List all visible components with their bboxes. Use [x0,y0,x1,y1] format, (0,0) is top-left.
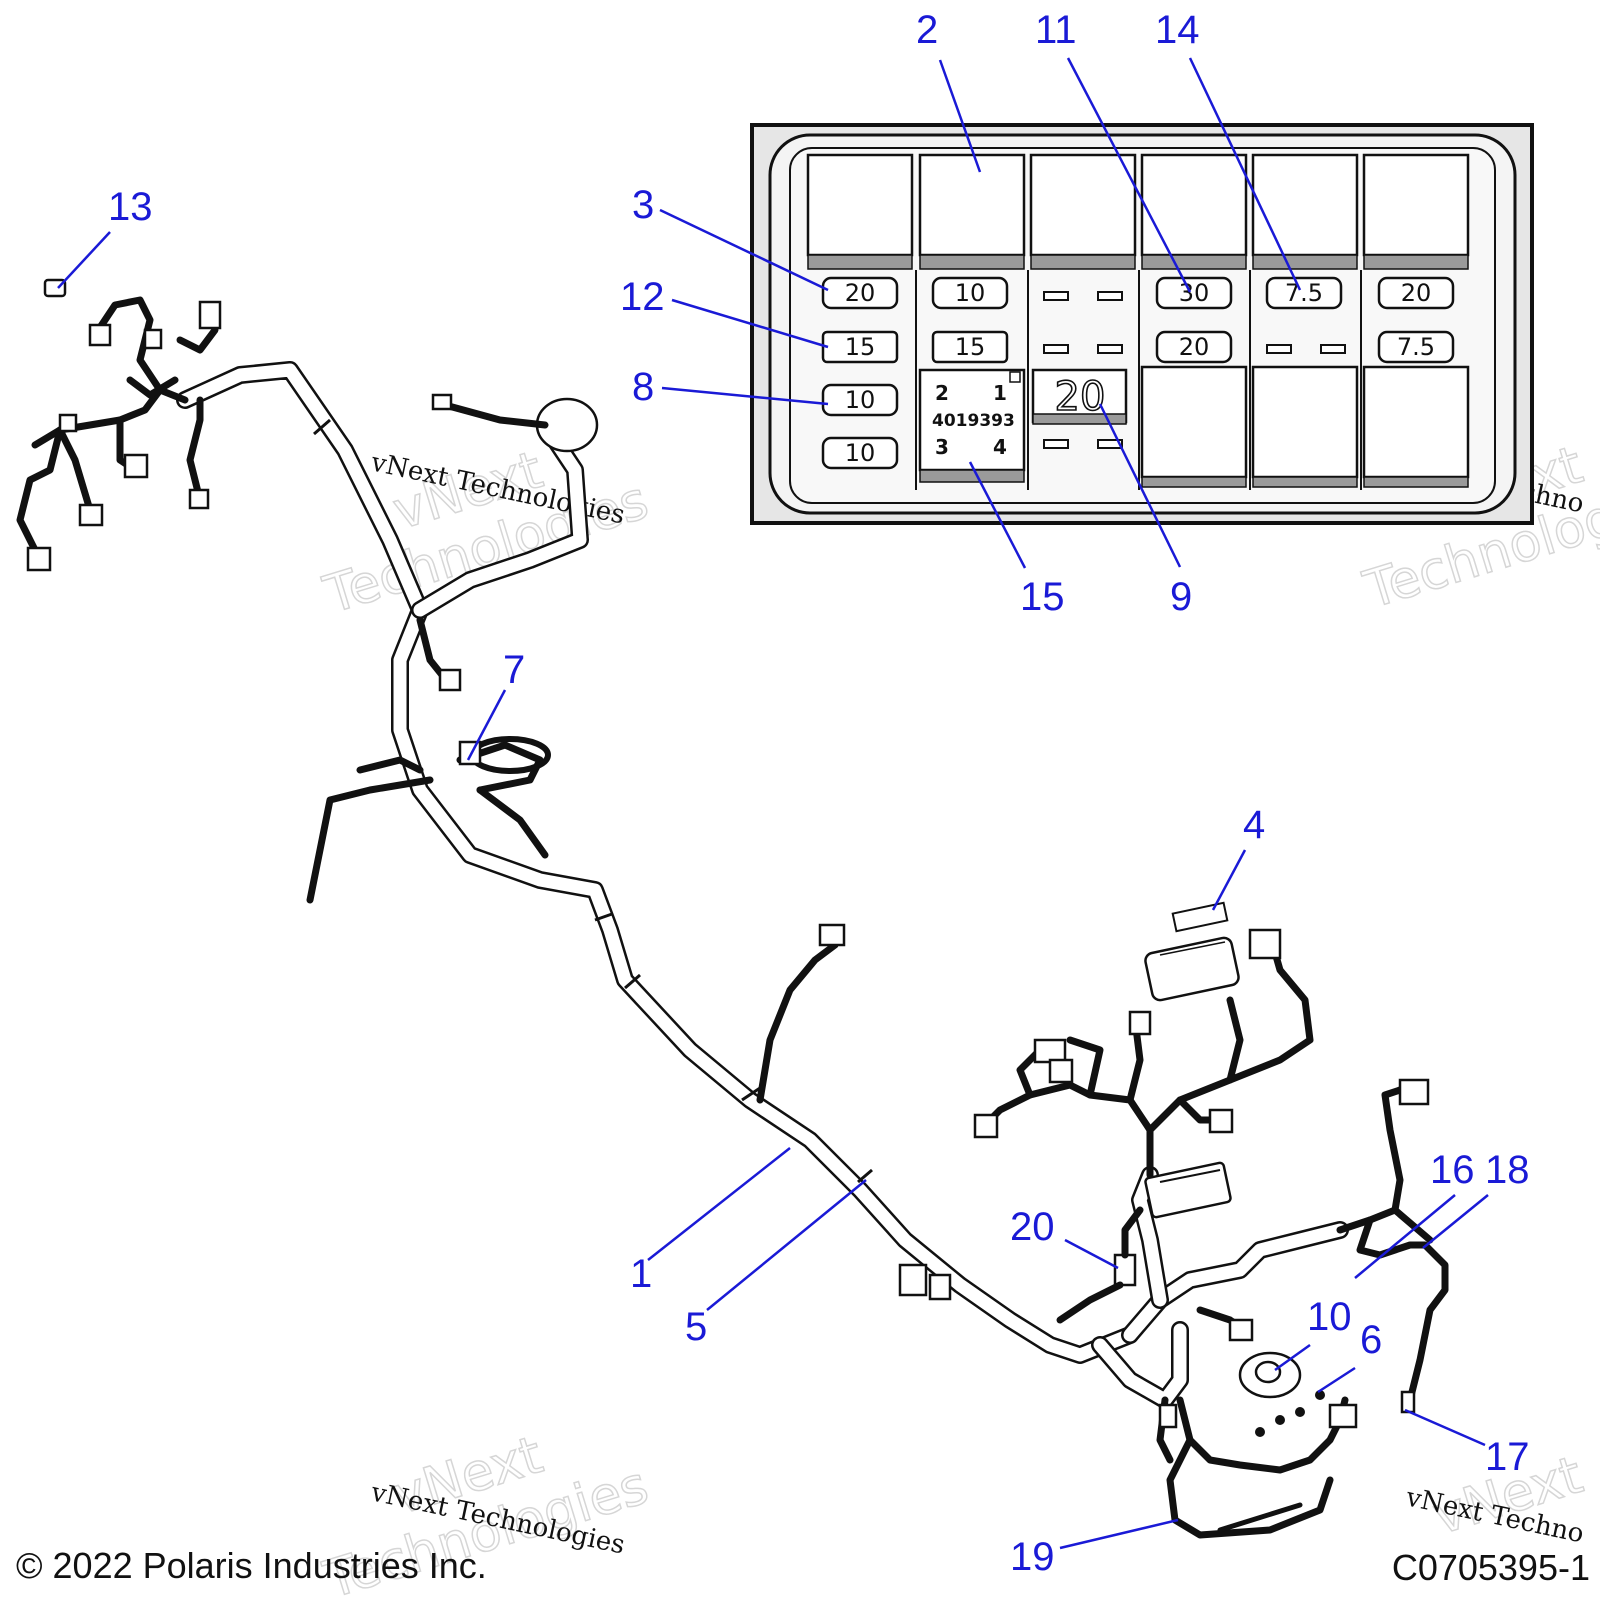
relay-pin-1: 1 [993,381,1007,405]
fuse-box: 20 10 30 7.5 20 15 15 20 7.5 [750,123,1534,525]
fuse-label: 20 [1401,279,1432,307]
callout-7: 7 [503,648,525,692]
relay-row-bottom [1140,365,1470,488]
callout-20: 20 [1010,1205,1055,1249]
relay-part-number: 4019393 [932,411,1015,431]
callout-numbers: 2 11 14 3 12 8 15 9 13 7 4 16 18 20 1 5 … [108,8,1530,1579]
callout-18: 18 [1485,1148,1530,1192]
fuse-label: 7.5 [1285,279,1323,307]
callout-5: 5 [685,1305,707,1349]
callout-13: 13 [108,185,153,229]
fuse-row-4: 10 [821,436,899,470]
callout-17: 17 [1485,1435,1530,1479]
footer: © 2022 Polaris Industries Inc. C0705395-… [16,1545,1590,1588]
callout-6: 6 [1360,1318,1382,1362]
fuse-label: 20 [1179,333,1210,361]
maxi-fuse-label: 20 [1055,374,1106,420]
callout-12: 12 [620,275,665,319]
fuse-label: 30 [1179,279,1210,307]
fuse-row-1: 20 10 30 7.5 20 [821,276,1455,310]
relay-pin-3: 3 [935,435,949,459]
fuse-label: 15 [845,333,876,361]
callout-1: 1 [630,1252,652,1296]
fuse-label: 7.5 [1397,333,1435,361]
callout-15: 15 [1020,575,1065,619]
callout-2: 2 [916,8,938,52]
callout-11: 11 [1035,8,1077,52]
callout-9: 9 [1170,575,1192,619]
fuse-label: 10 [845,386,876,414]
leader-lines [57,57,1489,1550]
lower-right-harness [898,901,1449,1539]
fuse-label: 10 [955,279,986,307]
figure-code: C0705395-1 [1392,1547,1590,1588]
part-13-connector [43,278,67,298]
fuse-label: 20 [845,279,876,307]
callout-4: 4 [1243,803,1265,847]
callout-14: 14 [1155,8,1200,52]
relay-4019393: 2 1 4019393 3 4 [918,368,1026,483]
fuse-row-3: 10 [821,383,1123,449]
callout-16: 16 [1430,1148,1475,1192]
callout-3: 3 [632,183,654,227]
watermark-group: vNext Technologies vNext Technologies vN… [316,434,1600,1600]
left-harness-cluster [16,296,222,572]
fuse-label: 10 [845,439,876,467]
callout-8: 8 [632,365,654,409]
copyright-text: © 2022 Polaris Industries Inc. [16,1545,487,1586]
callout-19: 19 [1010,1535,1055,1579]
fuse-row-2: 15 15 20 7.5 [821,330,1455,364]
fuse-column-dividers [915,270,1362,490]
main-harness [16,278,1449,1539]
relay-pin-4: 4 [993,435,1007,459]
fuse-label: 15 [955,333,986,361]
maxi-fuse: 20 [1031,368,1128,425]
callout-10: 10 [1307,1295,1352,1339]
relay-row-top [806,153,1470,270]
relay-pin-2: 2 [935,381,949,405]
